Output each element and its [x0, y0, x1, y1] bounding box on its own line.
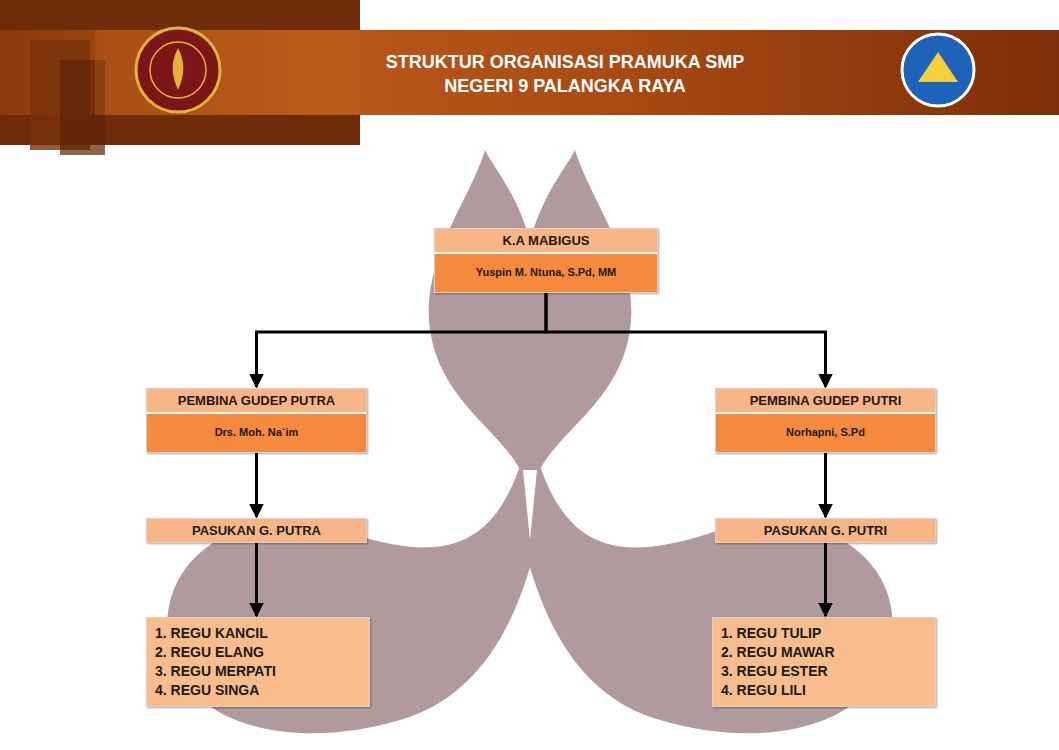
person-name: Norhapni, S.Pd: [716, 414, 935, 452]
org-box: 1. REGU KANCIL2. REGU ELANG3. REGU MERPA…: [146, 617, 370, 707]
person-name: Drs. Moh. Na`im: [147, 414, 366, 452]
org-box: PEMBINA GUDEP PUTRINorhapni, S.Pd: [715, 388, 936, 453]
list-panel: 1. REGU KANCIL2. REGU ELANG3. REGU MERPA…: [147, 618, 369, 706]
list-item: 1. REGU TULIP: [721, 624, 927, 643]
hierarchy-arrow: [257, 293, 547, 387]
kemendikbud-logo: [918, 52, 958, 82]
list-item: 3. REGU MERPATI: [155, 662, 361, 681]
list-panel: 1. REGU TULIP2. REGU MAWAR3. REGU ESTER4…: [713, 618, 935, 706]
chart-title: STRUKTUR ORGANISASI PRAMUKA SMP NEGERI 9…: [380, 50, 750, 98]
org-box: 1. REGU TULIP2. REGU MAWAR3. REGU ESTER4…: [712, 617, 936, 707]
box-heading: PEMBINA GUDEP PUTRA: [147, 389, 366, 414]
list-item: 2. REGU MAWAR: [721, 643, 927, 662]
org-box: PASUKAN G. PUTRI: [715, 518, 936, 543]
pramuka-logo: [136, 28, 220, 112]
box-heading: PEMBINA GUDEP PUTRI: [716, 389, 935, 414]
org-box: PASUKAN G. PUTRA: [146, 518, 367, 543]
box-heading: PASUKAN G. PUTRI: [716, 519, 935, 542]
hierarchy-arrow: [824, 453, 827, 517]
list-item: 3. REGU ESTER: [721, 662, 927, 681]
box-heading: PASUKAN G. PUTRA: [147, 519, 366, 542]
list-item: 4. REGU SINGA: [155, 681, 361, 700]
hierarchy-arrow: [255, 543, 258, 616]
org-box: K.A MABIGUSYuspin M. Ntuna, S.Pd, MM: [434, 228, 658, 293]
hierarchy-arrow: [824, 543, 827, 616]
list-item: 1. REGU KANCIL: [155, 624, 361, 643]
list-item: 2. REGU ELANG: [155, 643, 361, 662]
person-name: Yuspin M. Ntuna, S.Pd, MM: [435, 254, 657, 292]
org-box: PEMBINA GUDEP PUTRADrs. Moh. Na`im: [146, 388, 367, 453]
pramuka-logo: [150, 42, 206, 98]
hierarchy-arrow: [546, 293, 826, 387]
kemendikbud-logo: [902, 34, 974, 106]
pramuka-logo: [173, 48, 184, 90]
list-item: 4. REGU LILI: [721, 681, 927, 700]
box-heading: K.A MABIGUS: [435, 229, 657, 254]
hierarchy-arrow: [255, 453, 258, 517]
